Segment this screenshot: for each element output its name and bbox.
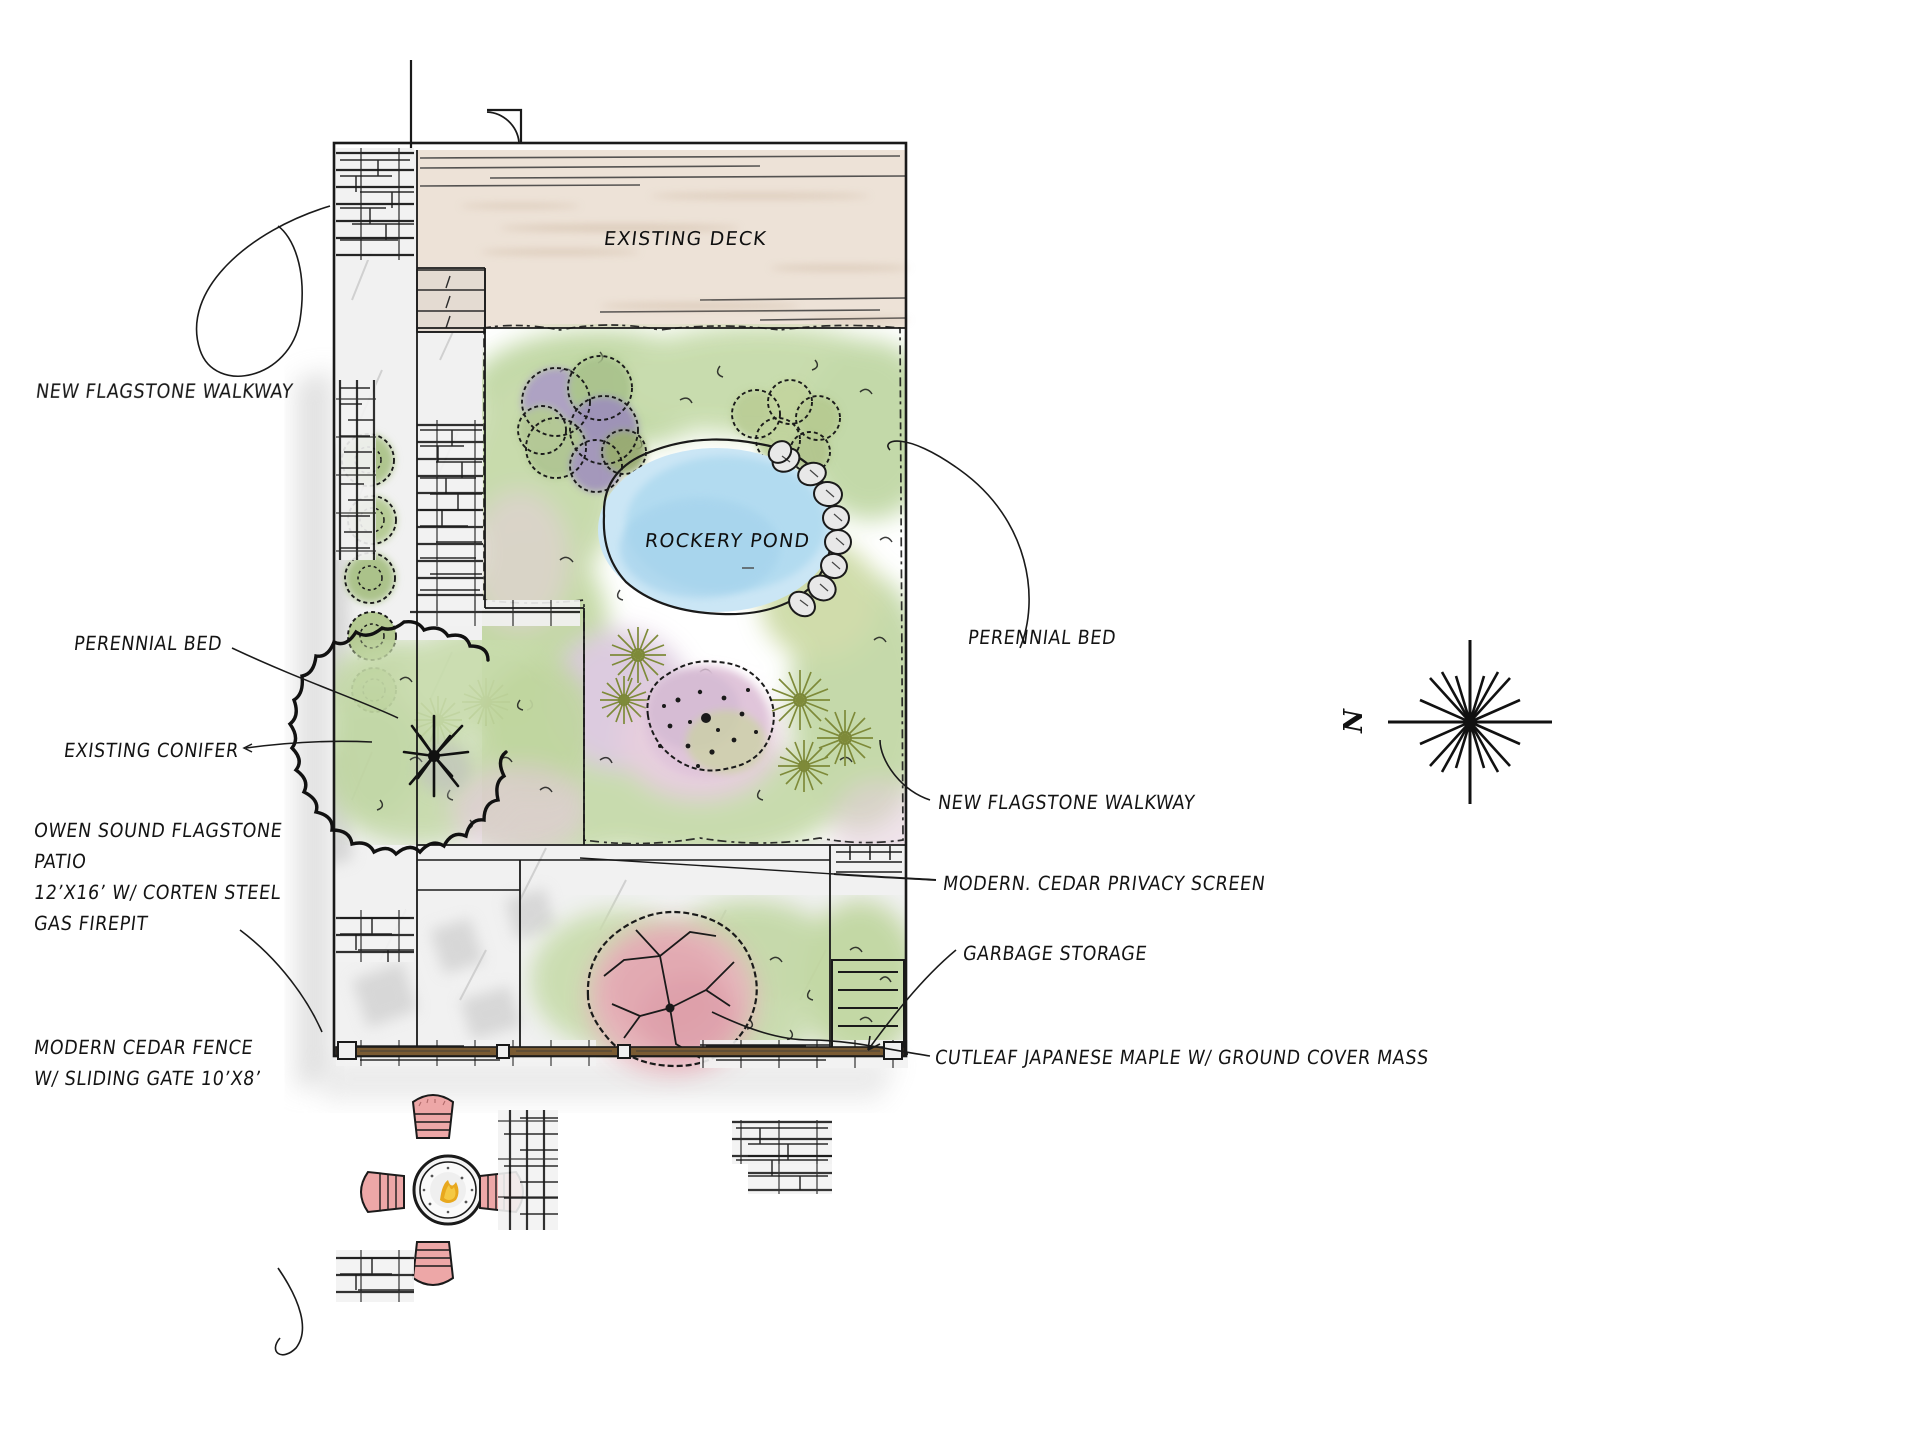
leader-existing-conifer xyxy=(245,740,373,749)
allium-5 xyxy=(600,676,648,724)
compass-north-label: N xyxy=(1338,709,1369,733)
compass-rose xyxy=(1388,640,1552,804)
shrub-cluster-purple xyxy=(517,355,647,493)
callout-owen-sound-flagstone-patio: OWEN SOUND FLAGSTONE PATIO 12’X16’ W/ CO… xyxy=(32,815,284,939)
patio-furniture xyxy=(360,1094,524,1286)
leader-owen-sound-patio xyxy=(239,929,323,1033)
callout-perennial-bed-left: PERENNIAL BED xyxy=(72,632,224,655)
callout-new-flagstone-walkway-right: NEW FLAGSTONE WALKWAY xyxy=(936,791,1197,814)
leader-japanese-maple xyxy=(809,1039,931,1057)
callout-new-flagstone-walkway-left: NEW FLAGSTONE WALKWAY xyxy=(34,380,295,403)
callout-line: MODERN CEDAR FENCE xyxy=(32,1036,255,1059)
conifer-shrub xyxy=(344,552,396,604)
leader-new-flagstone-walkway-right xyxy=(879,739,931,801)
groundcover-texture xyxy=(746,946,892,1041)
sliding-gate-post xyxy=(617,1044,631,1059)
patio-chair xyxy=(360,1170,405,1214)
callout-line: OWEN SOUND FLAGSTONE xyxy=(32,819,284,842)
plan-label-rockery-pond: ROCKERY POND xyxy=(643,530,812,552)
leader-perennial-bed-right xyxy=(887,440,1030,649)
cutleaf-japanese-maple xyxy=(586,910,758,1074)
allium-2 xyxy=(770,670,830,730)
callout-garbage-storage: GARBAGE STORAGE xyxy=(961,942,1149,965)
patio-chair xyxy=(411,1094,455,1139)
gas-firepit-flame xyxy=(430,1172,466,1208)
house-door xyxy=(409,60,523,150)
callout-modern-cedar-fence: MODERN CEDAR FENCE W/ SLIDING GATE 10’X8… xyxy=(32,1032,263,1094)
lot-drop-shadow xyxy=(296,370,900,1100)
leader-new-flagstone-walkway-left xyxy=(195,205,331,377)
plan-label-existing-deck: EXISTING DECK xyxy=(602,228,769,250)
leader-privacy-screen xyxy=(833,873,937,881)
callout-cutleaf-japanese-maple: CUTLEAF JAPANESE MAPLE W/ GROUND COVER M… xyxy=(933,1046,1431,1069)
deck-steps xyxy=(416,269,486,333)
callout-line: 12’X16’ W/ CORTEN STEEL xyxy=(32,881,283,904)
pond-rock-facets xyxy=(781,455,845,607)
callout-line: GAS FIREPIT xyxy=(32,912,150,935)
bed-edge-scallop xyxy=(287,619,508,857)
patio-chair xyxy=(411,1241,455,1286)
callout-leaders xyxy=(195,205,1030,1356)
callout-line: W/ SLIDING GATE 10’X8’ xyxy=(32,1067,263,1090)
modern-cedar-privacy-screen xyxy=(700,846,902,1046)
callout-existing-conifer: EXISTING CONIFER xyxy=(62,739,241,762)
callout-perennial-bed-right: PERENNIAL BED xyxy=(966,626,1118,649)
masonry-strokes xyxy=(340,159,880,1291)
fence-post xyxy=(337,1041,357,1060)
allium-3 xyxy=(817,710,873,766)
fence-post xyxy=(496,1044,510,1059)
allium-1 xyxy=(610,627,666,683)
leader-garbage-storage xyxy=(867,949,957,1051)
existing-conifer-symbol xyxy=(402,714,470,798)
leader-perennial-bed-left xyxy=(231,647,399,719)
callout-modern-cedar-privacy-screen: MODERN. CEDAR PRIVACY SCREEN xyxy=(941,872,1267,895)
rockery-pond xyxy=(598,438,852,618)
callout-line: PATIO xyxy=(32,850,88,873)
pond-rocks xyxy=(767,440,852,618)
allium-4 xyxy=(778,740,830,792)
speckled-shrub-mass xyxy=(644,660,775,778)
leader-modern-cedar-fence xyxy=(274,1267,304,1356)
patio-table xyxy=(412,1154,484,1226)
perennial-bed-west xyxy=(333,640,583,845)
existing-deck-area xyxy=(417,150,910,328)
